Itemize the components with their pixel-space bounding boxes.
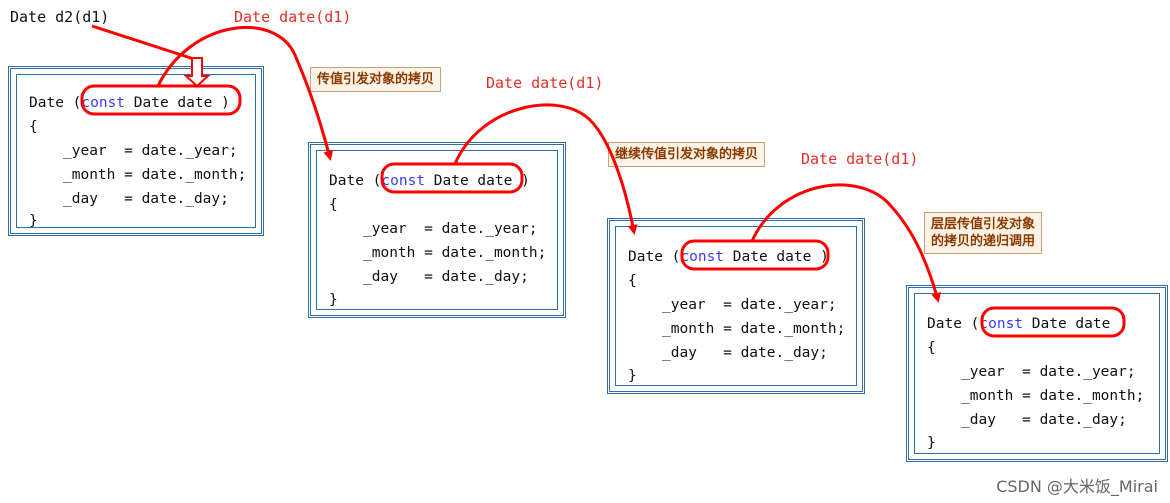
signature-line: Date (const Date date ) xyxy=(927,316,1128,332)
note-recursive-copy: 层层传值引发对象 的拷贝的递归调用 xyxy=(924,212,1043,254)
watermark: CSDN @大米饭_Mirai xyxy=(996,477,1158,496)
copy-call-label-2: Date date(d1) xyxy=(486,74,604,92)
year-assign-line: _year = date._year; xyxy=(63,143,238,159)
open-brace: { xyxy=(628,273,637,289)
top-call-label: Date d2(d1) xyxy=(10,8,110,26)
copy-call-label-3: Date date(d1) xyxy=(801,150,919,168)
signature-line: Date (const Date date ) xyxy=(29,95,230,111)
close-brace: } xyxy=(628,368,637,384)
copy-constructor-box-3: Date (const Date date ) { _year = date._… xyxy=(607,218,865,394)
close-brace: } xyxy=(29,213,38,229)
note-recursive-line-2: 的拷贝的递归调用 xyxy=(931,234,1036,249)
day-assign-line: _day = date._day; xyxy=(961,412,1127,428)
signature-line: Date (const Date date ) xyxy=(628,249,829,265)
open-brace: { xyxy=(329,197,338,213)
year-assign-line: _year = date._year; xyxy=(961,364,1136,380)
day-assign-line: _day = date._day; xyxy=(363,269,529,285)
box-inner-border xyxy=(615,226,857,386)
month-assign-line: _month = date._month; xyxy=(63,167,247,183)
copy-constructor-box-2: Date (const Date date ) { _year = date._… xyxy=(308,142,566,318)
year-assign-line: _year = date._year; xyxy=(662,297,837,313)
close-brace: } xyxy=(329,292,338,308)
note-recursive-line-1: 层层传值引发对象 xyxy=(931,217,1036,232)
open-brace: { xyxy=(29,119,38,135)
copy-call-label-1: Date date(d1) xyxy=(234,8,352,26)
open-brace: { xyxy=(927,340,936,356)
month-assign-line: _month = date._month; xyxy=(363,245,547,261)
copy-constructor-box-4: Date (const Date date ) { _year = date._… xyxy=(906,285,1168,462)
day-assign-line: _day = date._day; xyxy=(662,345,828,361)
month-assign-line: _month = date._month; xyxy=(961,388,1145,404)
day-assign-line: _day = date._day; xyxy=(63,191,229,207)
copy-constructor-box-1: Date (const Date date ) { _year = date._… xyxy=(8,66,264,236)
close-brace: } xyxy=(927,435,936,451)
year-assign-line: _year = date._year; xyxy=(363,221,538,237)
signature-line: Date (const Date date ) xyxy=(329,173,530,189)
call-arrow-line xyxy=(91,24,198,62)
month-assign-line: _month = date._month; xyxy=(662,321,846,337)
box-inner-border xyxy=(914,293,1160,454)
note-value-copy: 传值引发对象的拷贝 xyxy=(310,67,442,92)
note-continue-copy: 继续传值引发对象的拷贝 xyxy=(608,142,766,167)
